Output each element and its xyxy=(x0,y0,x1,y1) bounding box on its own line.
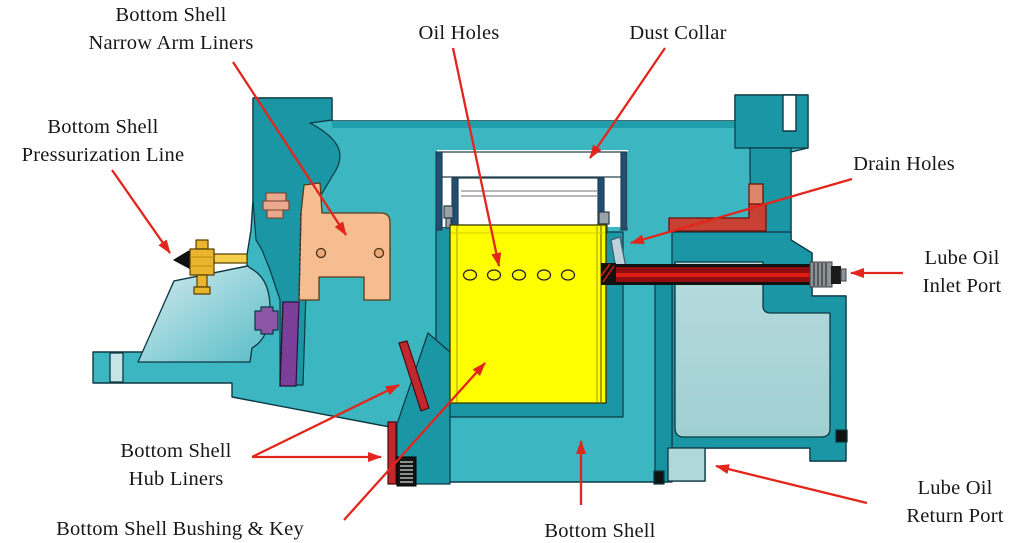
oil-chamber-part xyxy=(653,261,848,485)
label-pressurization-line: Bottom Shell Pressurization Line xyxy=(21,116,185,166)
arrow-oil-holes xyxy=(451,47,502,267)
pressurization-valve-part xyxy=(173,239,248,295)
label-narrow-arm-liners: Bottom Shell Narrow Arm Liners xyxy=(88,4,254,54)
label-lube-oil-return-port: Lube Oil Return Port xyxy=(906,477,1004,527)
arrow-dust-collar xyxy=(589,47,666,159)
arrow-bushing-key xyxy=(343,362,486,521)
label-bottom-shell: Bottom Shell xyxy=(544,520,656,542)
oil-holes-row xyxy=(462,269,576,281)
label-drain-holes: Drain Holes xyxy=(853,153,955,175)
arrow-pressurization xyxy=(111,169,171,254)
arrow-hub-liner-upper xyxy=(251,383,400,459)
lube-oil-inlet-pipe-part xyxy=(600,261,847,288)
bottom-shell-arm xyxy=(109,265,279,383)
valve-tip xyxy=(173,250,190,269)
arrow-narrow-arm-liners xyxy=(232,61,347,236)
shell-bolt xyxy=(262,192,290,219)
arrow-drain-holes xyxy=(630,177,853,245)
label-bushing-key: Bottom Shell Bushing & Key xyxy=(56,518,304,540)
label-dust-collar: Dust Collar xyxy=(629,22,727,44)
arrow-return-port xyxy=(715,464,868,505)
bottom-shell-key-strip xyxy=(279,301,300,387)
callout-arrows xyxy=(111,47,903,521)
pipe-end-hatch xyxy=(600,263,616,285)
return-port-block xyxy=(667,447,706,482)
inlet-fitting xyxy=(809,261,847,288)
label-hub-liners: Bottom Shell Hub Liners xyxy=(120,440,232,490)
arm-fitting xyxy=(254,306,279,335)
drain-stub xyxy=(748,183,764,206)
hub-liner-vertical xyxy=(387,421,397,485)
label-lube-oil-inlet-port: Lube Oil Inlet Port xyxy=(922,247,1002,297)
label-oil-holes: Oil Holes xyxy=(418,22,500,44)
arm-foot-stripe xyxy=(109,352,124,383)
hub-liner-parts xyxy=(387,340,430,485)
hub-liner-diagonal xyxy=(398,340,430,412)
dust-collar-part xyxy=(435,150,628,234)
bushing-key-part xyxy=(396,456,417,487)
